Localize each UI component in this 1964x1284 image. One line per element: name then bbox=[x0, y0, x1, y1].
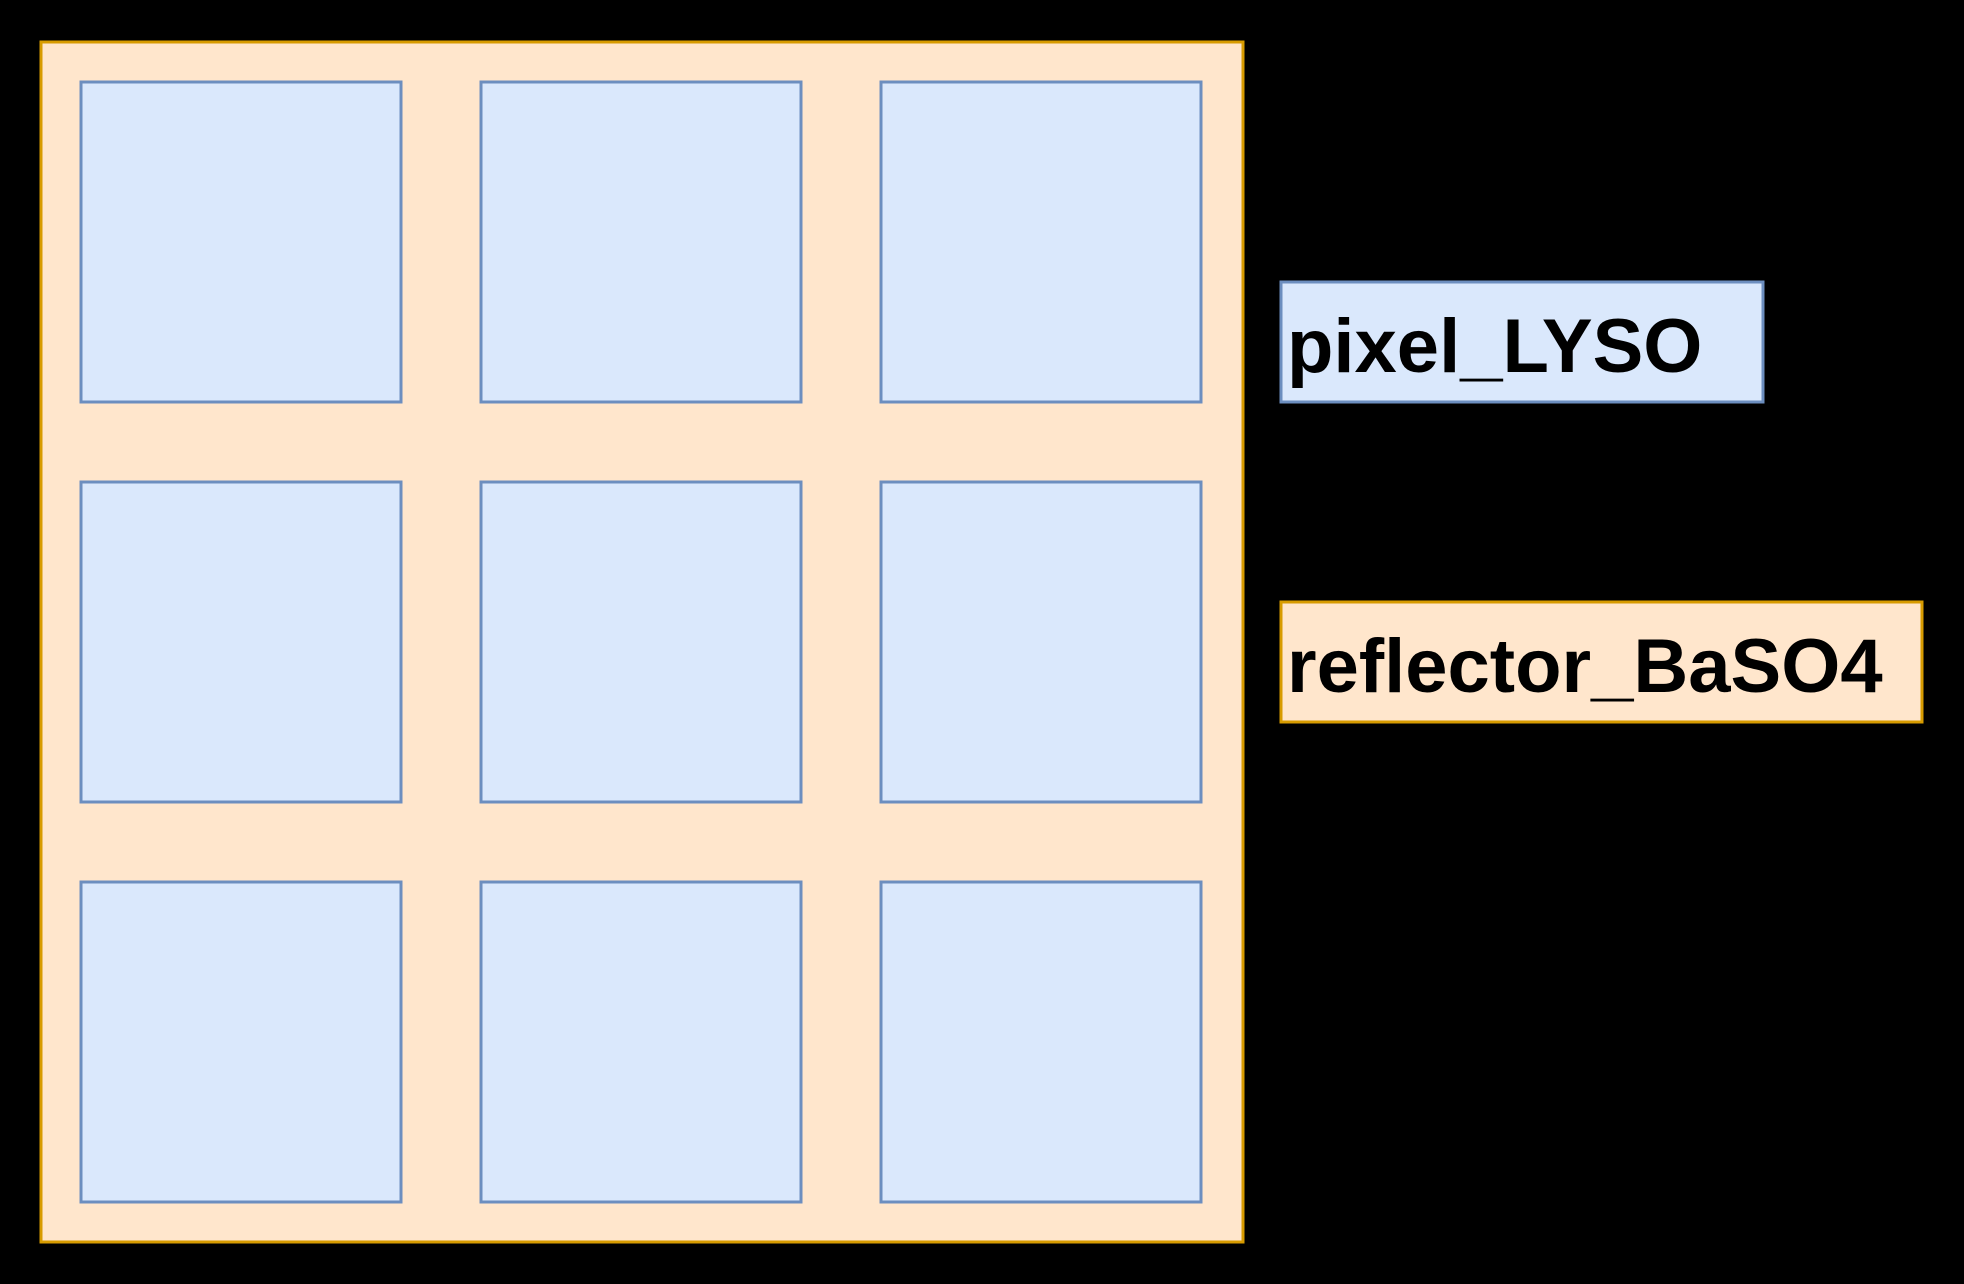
legend-reflector-box bbox=[1279, 600, 1924, 724]
pixel-grid bbox=[79, 80, 1203, 1204]
legend: pixel_LYSO reflector_BaSO4 bbox=[1279, 280, 1924, 724]
legend-pixel-box bbox=[1279, 280, 1765, 404]
pixel-lyso-cell bbox=[79, 80, 403, 404]
pixel-lyso-cell bbox=[79, 880, 403, 1204]
pixel-lyso-cell bbox=[879, 80, 1203, 404]
pixel-lyso-cell bbox=[479, 480, 803, 804]
legend-pixel-label: pixel_LYSO bbox=[1287, 304, 1702, 389]
pixel-lyso-cell bbox=[879, 480, 1203, 804]
pixel-lyso-cell bbox=[479, 880, 803, 1204]
pixel-lyso-cell bbox=[879, 880, 1203, 1204]
pixel-lyso-cell bbox=[79, 480, 403, 804]
legend-reflector-label: reflector_BaSO4 bbox=[1287, 624, 1883, 709]
pixel-lyso-cell bbox=[479, 80, 803, 404]
